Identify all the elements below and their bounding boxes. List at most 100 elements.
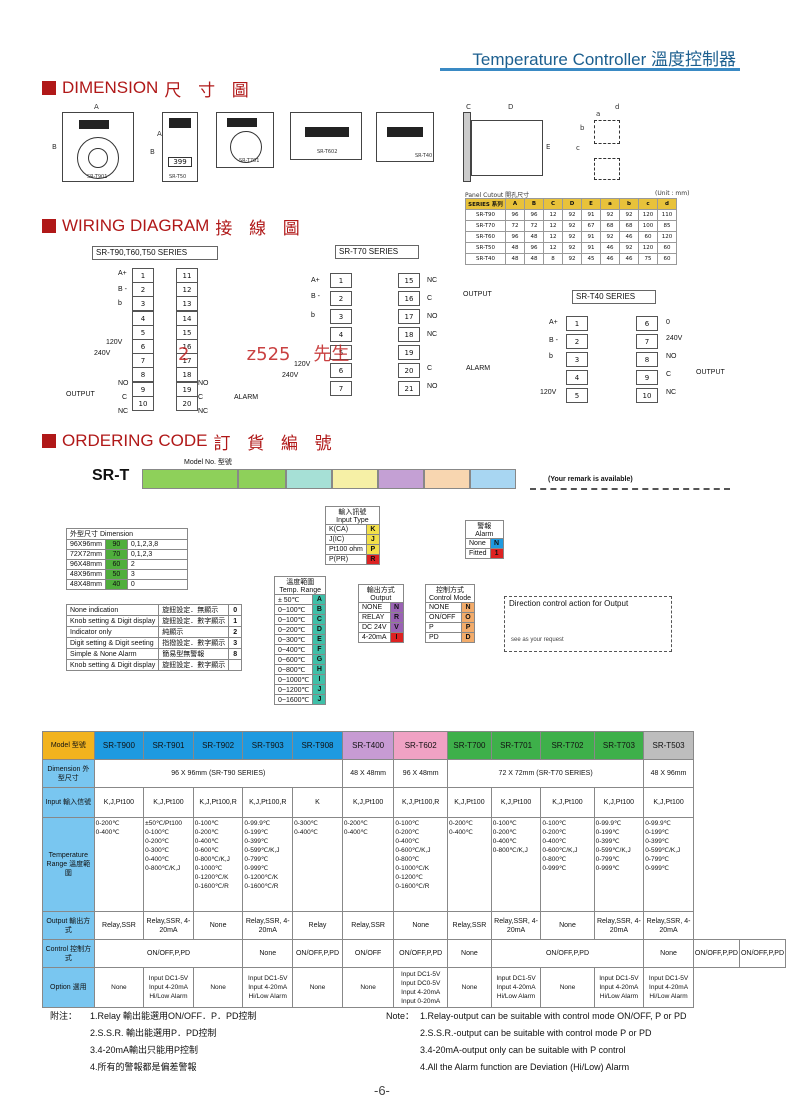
- table-cell: F: [312, 644, 327, 655]
- table-cell: 92: [562, 242, 582, 254]
- terminal: 4: [566, 370, 588, 385]
- table-cell: K,J,Pt100: [143, 787, 194, 818]
- table-cell: 48: [524, 231, 544, 243]
- table-cell: 48: [505, 253, 525, 265]
- wiring-title-t90: SR-T90,T60,T50 SERIES: [92, 246, 218, 260]
- table-cell: Dimension 外型尺寸: [42, 759, 95, 788]
- table-cell: 8: [228, 648, 243, 660]
- page-number: -6-: [374, 1083, 390, 1098]
- table-cell: 0~100℃: [273, 604, 314, 615]
- table-cell: SR-T700: [447, 731, 492, 760]
- table-cell: Input DC1-5V Input 4-20mA Hi/Low Alarm: [490, 967, 542, 1008]
- table-cell: 3: [126, 569, 188, 580]
- watermark-text: 2 z525 先生: [178, 344, 350, 365]
- table-cell: K,J,Pt100: [540, 787, 595, 818]
- table-cell: 72X72mm: [66, 549, 106, 560]
- code-box-input: [332, 469, 378, 489]
- remark-line: [530, 488, 730, 490]
- table-cell: 0-100℃ 0-200℃ 0-400℃ 0-600℃/K,J 0-800℃ 0…: [540, 817, 595, 912]
- table-cell: 旋鈕設定．數字顯示: [158, 615, 230, 627]
- terminal: 7: [330, 381, 352, 396]
- table-cell: SR-T903: [242, 731, 294, 760]
- table-cell: ON/OFF,P,PD: [490, 939, 645, 968]
- table-cell: 92: [562, 209, 582, 221]
- terminal: 3: [132, 296, 154, 312]
- table-cell: 0-99.9℃ 0-199℃ 0-399℃ 0-599℃/K,J 0-799℃ …: [242, 817, 294, 912]
- terminal: 15: [176, 324, 198, 340]
- table-cell: Fitted: [465, 548, 491, 559]
- table-cell: 46: [600, 242, 620, 254]
- terminal: 17: [398, 309, 420, 324]
- table-cell: 46: [619, 231, 639, 243]
- table-cell: Model 型號: [42, 731, 95, 760]
- terminal: 11: [176, 268, 198, 283]
- table-cell: 0~800℃: [273, 664, 314, 675]
- table-cell: 60: [638, 231, 658, 243]
- table-cell: Relay,SSR: [447, 911, 492, 940]
- table-cell: K,J,Pt100,R: [242, 787, 294, 818]
- table-cell: 簡易型無警報: [158, 648, 230, 660]
- table-cell: J(IC): [325, 534, 367, 545]
- table-cell: None: [93, 967, 145, 1008]
- table-cell: 60: [657, 242, 677, 254]
- table-cell: Pt100 ohm: [325, 544, 367, 555]
- terminal: 19: [398, 345, 420, 360]
- table-cell: 92: [619, 209, 639, 221]
- table-cell: SR-T602: [393, 731, 449, 760]
- table-cell: 90: [104, 539, 128, 550]
- table-cell: Input 輸入信號: [42, 787, 95, 818]
- table-cell: None: [643, 939, 694, 968]
- table-cell: NONE: [424, 602, 463, 613]
- table-cell: 1: [489, 548, 504, 559]
- terminal: 9: [636, 370, 658, 385]
- table-cell: SERIES 系列: [465, 198, 506, 210]
- table-cell: SR-T70: [465, 220, 506, 232]
- terminal: 3: [566, 352, 588, 367]
- table-cell: Temperature Range 溫度範圍: [42, 817, 95, 912]
- table-cell: E: [581, 198, 601, 210]
- table-cell: Control 控制方式: [42, 939, 95, 968]
- table-cell: Input DC1-5V Input 4-20mA Hi/Low Alarm: [593, 967, 645, 1008]
- table-cell: R: [389, 612, 404, 623]
- table-cell: 92: [562, 231, 582, 243]
- table-cell: SR-T400: [341, 731, 395, 760]
- table-cell: I: [389, 632, 404, 643]
- table-cell: N: [461, 602, 476, 613]
- terminal: 1: [330, 273, 352, 288]
- front-view-t901: SR-T901: [62, 112, 134, 182]
- table-cell: A: [312, 594, 327, 605]
- table-cell: None: [447, 939, 492, 968]
- table-cell: SR-T908: [292, 731, 343, 760]
- table-cell: 0-200℃ 0-400℃: [93, 817, 145, 912]
- table-cell: 0-99.9℃ 0-199℃ 0-399℃ 0-599℃/K,J 0-799℃ …: [593, 817, 645, 912]
- table-cell: 92: [600, 231, 620, 243]
- table-cell: 92: [562, 220, 582, 232]
- table-cell: 0~1200℃: [273, 684, 314, 695]
- terminal: 6: [330, 363, 352, 378]
- terminal: 2: [566, 334, 588, 349]
- table-cell: 0,1,2,3: [126, 549, 188, 560]
- section-bullet-icon: [42, 81, 56, 95]
- table-cell: J: [312, 684, 327, 695]
